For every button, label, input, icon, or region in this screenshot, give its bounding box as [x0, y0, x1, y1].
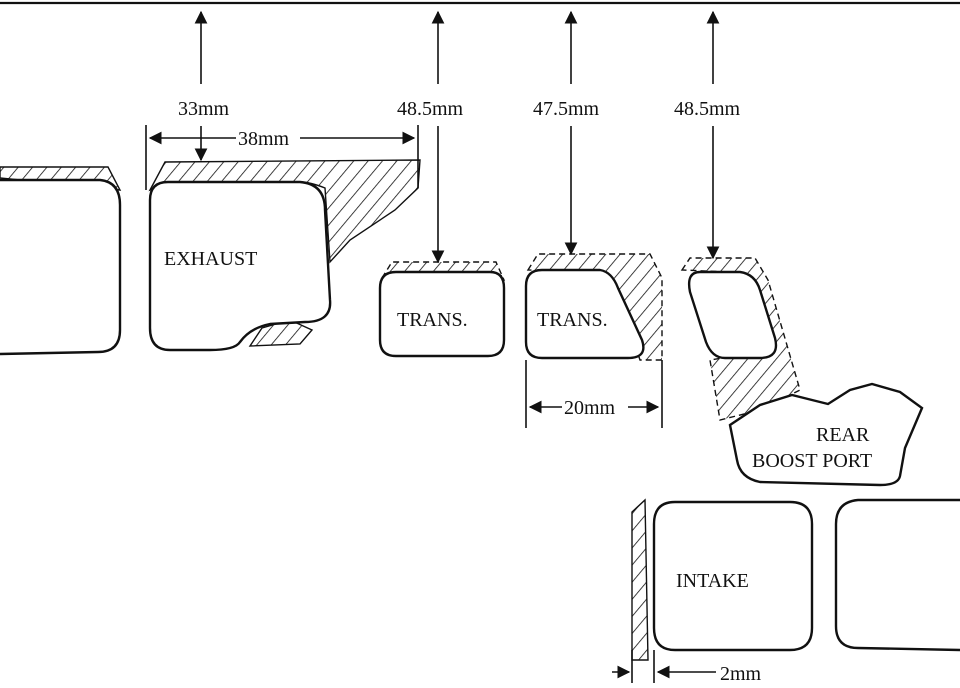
transfer-2-label: TRANS.	[537, 309, 608, 331]
boost-port	[680, 257, 801, 421]
exhaust-port: EXHAUST	[148, 159, 421, 352]
boost-height-text: 48.5mm	[674, 98, 741, 120]
transfer-1-height-text: 48.5mm	[397, 98, 464, 120]
left-partial-port	[0, 166, 122, 356]
right-partial-port	[834, 498, 960, 652]
exhaust-width-dimension: 38mm	[145, 125, 419, 190]
transfer-1-height-dimension: 48.5mm	[397, 10, 464, 264]
rear-boost-label-line1: REAR	[816, 424, 870, 446]
transfer-2-height-text: 47.5mm	[533, 98, 600, 120]
rear-boost-label-line2: BOOST PORT	[752, 450, 872, 472]
transfer-port-1: TRANS.	[378, 261, 506, 358]
transfer-port-2: TRANS.	[524, 253, 663, 361]
intake-offset-text: 2mm	[720, 663, 762, 683]
intake-label: INTAKE	[676, 570, 749, 592]
exhaust-hatch-bottom	[248, 319, 314, 347]
transfer-1-label: TRANS.	[397, 309, 468, 331]
exhaust-height-dimension: 33mm	[178, 10, 230, 162]
intake-offset-dimension: 2mm	[612, 650, 762, 685]
boost-height-dimension: 48.5mm	[674, 10, 741, 260]
exhaust-label: EXHAUST	[164, 248, 257, 270]
transfer-width-dimension: 20mm	[525, 360, 663, 428]
transfer-width-text: 20mm	[564, 397, 616, 419]
intake-port: INTAKE	[631, 498, 814, 661]
rear-boost-port: REAR BOOST PORT	[728, 382, 924, 487]
exhaust-height-text: 33mm	[178, 98, 230, 120]
exhaust-width-text: 38mm	[238, 128, 290, 150]
transfer-2-height-dimension: 47.5mm	[533, 10, 600, 256]
intake-hatch	[631, 498, 649, 661]
